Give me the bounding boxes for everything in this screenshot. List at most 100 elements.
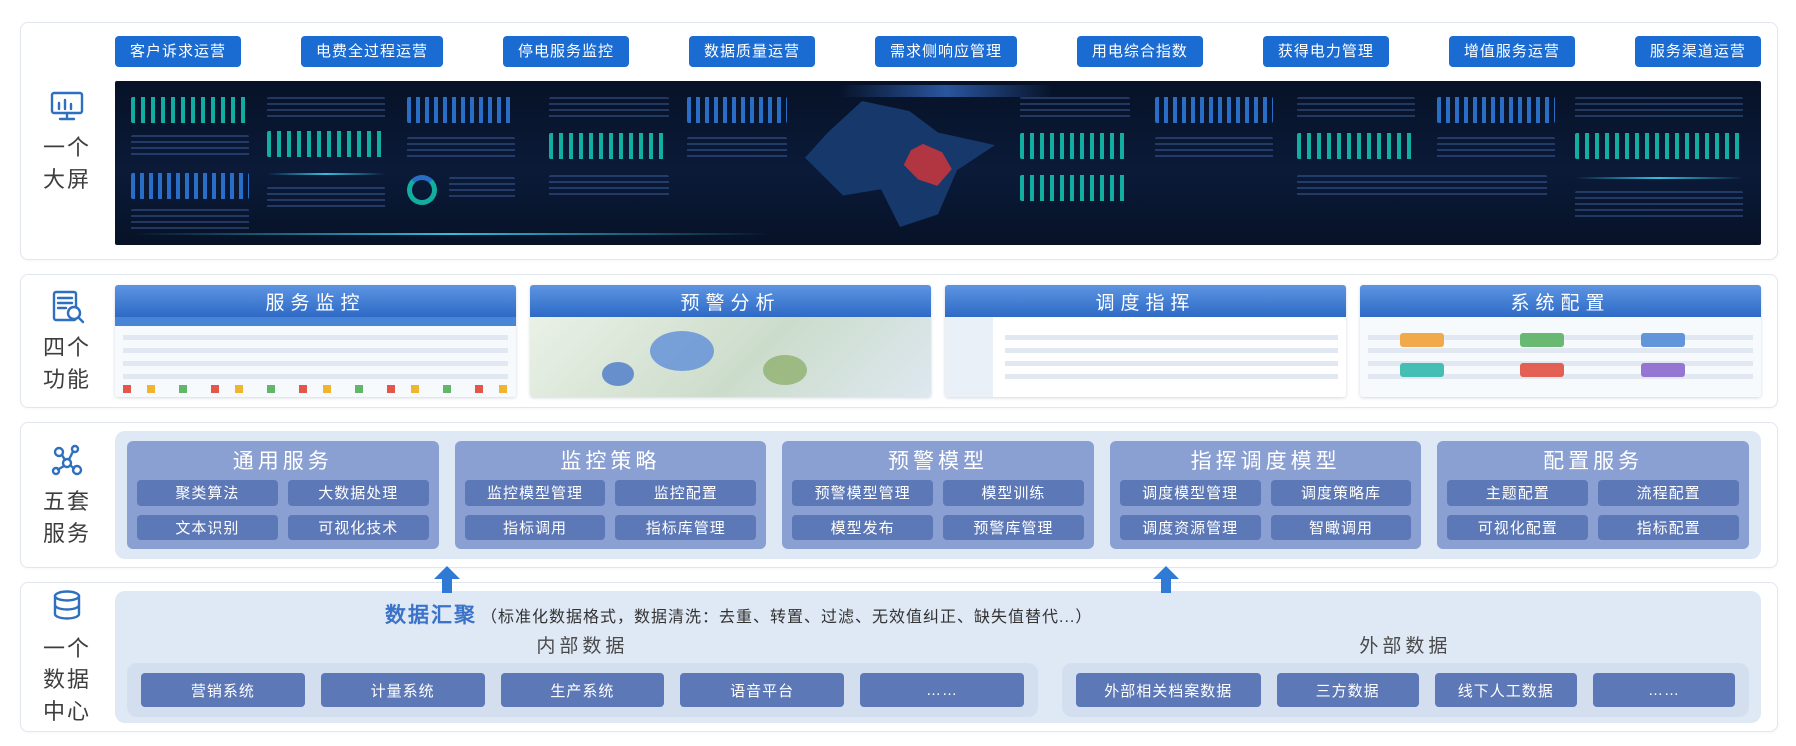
four-functions-section: 四个 功能 服务监控 预警分析 调度指挥	[20, 274, 1778, 408]
chip-dispatch-strategy-library[interactable]: 调度策略库	[1270, 480, 1412, 506]
thumbnail-decoration	[1400, 333, 1445, 347]
up-arrow-icon	[1153, 566, 1179, 594]
rail-label-line: 四个	[42, 335, 91, 361]
tab-service-channel-ops[interactable]: 服务渠道运营	[1634, 36, 1761, 67]
chip-visualization-config[interactable]: 可视化配置	[1447, 514, 1589, 540]
rail-label-line: 功能	[42, 367, 91, 392]
thumbnail-decoration	[1400, 363, 1445, 378]
dashboard-decoration	[1297, 133, 1415, 159]
big-screen-rail: 一个 大屏	[21, 23, 113, 259]
four-functions-rail: 四个 功能	[21, 275, 113, 407]
chip-bigdata-processing[interactable]: 大数据处理	[287, 480, 429, 506]
service-group-grid: 监控模型管理 监控配置 指标调用 指标库管理	[464, 480, 757, 540]
rail-label-line: 服务	[42, 521, 91, 546]
dashboard-title-bar	[839, 85, 1054, 97]
function-thumbnail	[530, 317, 931, 397]
tab-value-added-service-ops[interactable]: 增值服务运营	[1448, 36, 1575, 67]
five-services-section: 五套 服务 通用服务 聚类算法 大数据处理 文本识别 可视化技术 监控策略 监控…	[20, 422, 1778, 568]
chip-indicator-call[interactable]: 指标调用	[464, 514, 606, 540]
service-group-grid: 主题配置 流程配置 可视化配置 指标配置	[1447, 480, 1739, 540]
chip-internal-more[interactable]: ……	[860, 673, 1024, 707]
function-panel-row: 服务监控 预警分析 调度指挥 系统配置	[115, 285, 1761, 397]
chip-cluster-algorithm[interactable]: 聚类算法	[137, 480, 278, 506]
tab-electricity-fee-process-ops[interactable]: 电费全过程运营	[300, 36, 443, 67]
big-screen-section: 一个 大屏 客户诉求运营 电费全过程运营 停电服务监控 数据质量运营 需求侧响应…	[20, 22, 1778, 260]
tab-customer-appeal-ops[interactable]: 客户诉求运营	[115, 36, 242, 67]
dashboard-decoration	[1437, 97, 1555, 123]
chip-text-recognition[interactable]: 文本识别	[137, 514, 278, 540]
dashboard-map-highlight	[903, 143, 952, 186]
chip-model-release[interactable]: 模型发布	[792, 514, 933, 540]
chip-model-training[interactable]: 模型训练	[942, 480, 1084, 506]
tab-data-quality-ops[interactable]: 数据质量运营	[688, 36, 815, 67]
database-icon	[47, 588, 87, 628]
dashboard-donut-chart	[407, 175, 437, 205]
thumbnail-decoration	[123, 335, 508, 383]
thumbnail-decoration	[1520, 363, 1565, 378]
thumbnail-decoration	[115, 317, 516, 326]
chip-dispatch-resource-mgmt[interactable]: 调度资源管理	[1119, 514, 1261, 540]
thumbnail-decoration	[602, 361, 635, 386]
chip-voice-platform[interactable]: 语音平台	[680, 673, 845, 707]
rail-label-line: 中心	[42, 698, 91, 724]
dashboard-decoration	[449, 177, 515, 199]
dashboard-decoration	[687, 97, 787, 123]
internal-data-column: 内部数据 营销系统 计量系统 生产系统 语音平台 ……	[127, 631, 1038, 717]
thumbnail-decoration	[123, 385, 508, 393]
chip-warning-library-mgmt[interactable]: 预警库管理	[942, 514, 1084, 540]
monitor-chart-icon	[47, 87, 87, 127]
service-group-grid: 预警模型管理 模型训练 模型发布 预警库管理	[792, 480, 1084, 540]
report-search-icon	[47, 287, 87, 327]
chip-monitor-config[interactable]: 监控配置	[615, 480, 757, 506]
dashboard-decoration	[1575, 191, 1743, 221]
big-screen-tab-row: 客户诉求运营 电费全过程运营 停电服务监控 数据质量运营 需求侧响应管理 用电综…	[115, 36, 1761, 67]
chip-production-system[interactable]: 生产系统	[500, 673, 665, 707]
tab-power-access-management[interactable]: 获得电力管理	[1262, 36, 1389, 67]
service-group-title: 指挥调度模型	[1190, 450, 1341, 473]
chip-process-config[interactable]: 流程配置	[1598, 480, 1739, 506]
internal-data-label: 内部数据	[536, 636, 629, 657]
chip-warning-model-mgmt[interactable]: 预警模型管理	[792, 480, 933, 506]
function-panel-service-monitoring: 服务监控	[115, 285, 516, 397]
chip-offline-manual-data[interactable]: 线下人工数据	[1434, 673, 1577, 707]
data-center-rail: 一个 数据 中心	[21, 583, 113, 731]
external-data-panel: 外部相关档案数据 三方数据 线下人工数据 ……	[1061, 663, 1749, 717]
tab-demand-response-management[interactable]: 需求侧响应管理	[874, 36, 1017, 67]
chip-indicator-library-mgmt[interactable]: 指标库管理	[615, 514, 757, 540]
chip-external-more[interactable]: ……	[1592, 673, 1735, 707]
dashboard-decoration	[1575, 177, 1743, 179]
chip-visualization-tech[interactable]: 可视化技术	[287, 514, 429, 540]
tab-power-consumption-index[interactable]: 用电综合指数	[1076, 36, 1203, 67]
chip-theme-config[interactable]: 主题配置	[1447, 480, 1589, 506]
dashboard-decoration	[1020, 97, 1130, 119]
external-data-label: 外部数据	[1359, 636, 1452, 657]
data-center-section: 一个 数据 中心 数据汇聚 （标准化数据格式，数据清洗：去重、转置、过滤、无效值…	[20, 582, 1778, 732]
data-source-columns: 内部数据 营销系统 计量系统 生产系统 语音平台 …… 外部数据 外部相关档案数…	[127, 631, 1749, 717]
dashboard-decoration	[267, 131, 385, 157]
dashboard-decoration	[1155, 97, 1273, 123]
thumbnail-decoration	[1640, 333, 1685, 347]
dashboard-decoration	[407, 97, 515, 123]
data-aggregation-title: 数据汇聚	[385, 604, 477, 627]
dashboard-decoration	[267, 187, 385, 209]
chip-metering-system[interactable]: 计量系统	[320, 673, 485, 707]
chip-external-archive-data[interactable]: 外部相关档案数据	[1075, 673, 1261, 707]
chip-third-party-data[interactable]: 三方数据	[1276, 673, 1419, 707]
service-group-grid: 聚类算法 大数据处理 文本识别 可视化技术	[137, 480, 429, 540]
service-group-title: 监控策略	[560, 450, 661, 473]
chip-indicator-config[interactable]: 指标配置	[1598, 514, 1739, 540]
rail-label-line: 大屏	[42, 167, 91, 192]
dashboard-decoration	[267, 173, 385, 175]
chip-marketing-system[interactable]: 营销系统	[141, 673, 305, 707]
chip-dispatch-model-mgmt[interactable]: 调度模型管理	[1119, 480, 1261, 506]
dashboard-decoration	[131, 135, 249, 157]
chip-monitor-model-mgmt[interactable]: 监控模型管理	[464, 480, 606, 506]
dashboard-decoration	[1297, 175, 1547, 197]
function-thumbnail	[115, 317, 516, 397]
chip-zhikan-call[interactable]: 智瞰调用	[1270, 514, 1412, 540]
network-nodes-icon	[47, 441, 87, 481]
dashboard-decoration	[1575, 97, 1743, 119]
tab-outage-service-monitoring[interactable]: 停电服务监控	[502, 36, 629, 67]
service-group-dispatch-command-model: 指挥调度模型 调度模型管理 调度策略库 调度资源管理 智瞰调用	[1109, 441, 1422, 549]
